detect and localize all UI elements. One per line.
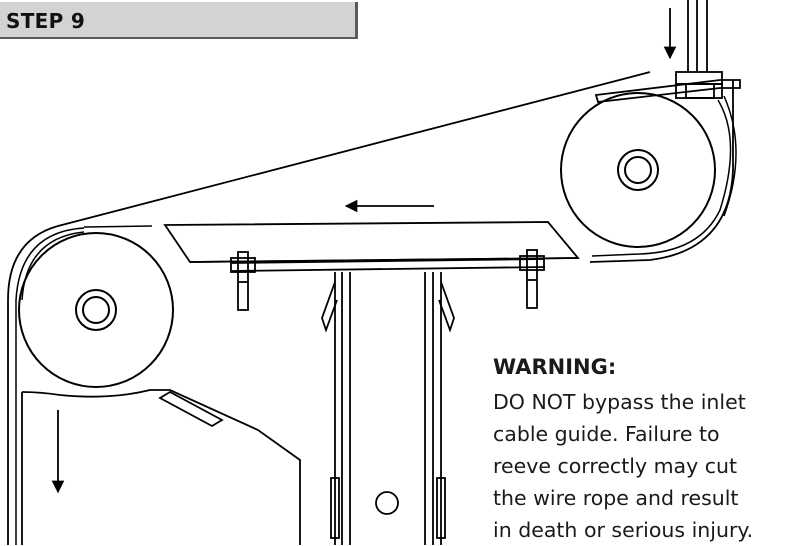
rope-upper-run — [83, 225, 153, 228]
mounting-bracket-right — [519, 249, 545, 309]
mast-gusset-left — [321, 281, 338, 333]
tie-rod — [231, 258, 546, 272]
rope-left-wrap-inner — [21, 231, 85, 301]
mounting-bracket-left — [230, 251, 256, 311]
mast-hole — [375, 491, 399, 515]
inlet-sheave — [18, 232, 174, 388]
mast-slot-right — [436, 477, 446, 539]
inlet-cable-guide — [594, 71, 741, 103]
outlet-sheave — [560, 92, 716, 248]
mast-slot-left — [330, 477, 340, 539]
rope-right-wrap — [591, 99, 732, 257]
step-label: STEP 9 — [6, 9, 86, 33]
rope-right-wrap-inner — [723, 95, 737, 217]
frame-right-edge — [589, 80, 734, 263]
rope-left-wrap — [15, 227, 85, 545]
warning-box: WARNING: DO NOT bypass the inlet cable g… — [493, 354, 793, 546]
warning-line: the wire rope and result — [493, 486, 739, 510]
direction-arrows — [51, 8, 677, 494]
warning-line: cable guide. Failure to — [493, 422, 720, 446]
frame-top-edge — [57, 71, 651, 227]
warning-line: DO NOT bypass the inlet — [493, 390, 746, 414]
frame-lower-edge — [21, 389, 301, 545]
warning-line: reeve correctly may cut — [493, 454, 738, 478]
wire-rope-entry — [687, 0, 708, 72]
mast-gusset-right — [438, 281, 455, 333]
wire-rope — [15, 95, 737, 545]
lower-guide-lip — [158, 390, 224, 428]
step-header: STEP 9 — [0, 2, 358, 39]
warning-title: WARNING: — [493, 355, 617, 379]
center-plate — [163, 221, 580, 263]
mast-column — [321, 272, 455, 545]
warning-line: in death or serious injury. — [493, 518, 754, 542]
frame-left-curve — [7, 225, 59, 545]
frame-outline — [7, 71, 734, 545]
